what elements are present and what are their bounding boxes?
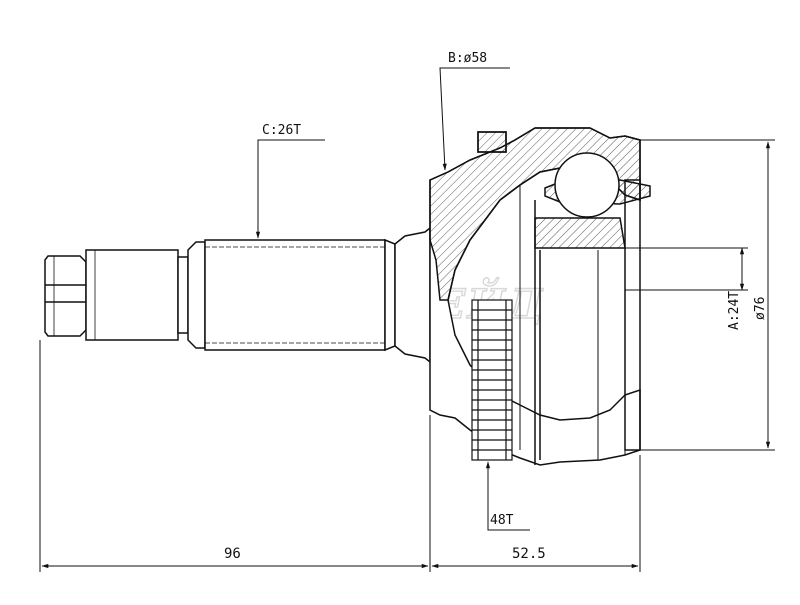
label-abs-teeth: 48T [490, 513, 514, 528]
joint-ball [554, 152, 620, 218]
dimension-outer-diameter [640, 139, 775, 451]
dimension-inner-spline [625, 247, 748, 291]
callout-c-spline [255, 139, 325, 239]
label-c-spline: C:26T [262, 123, 301, 138]
shaft-neck [85, 241, 206, 349]
outer-spline-section [204, 238, 396, 352]
callout-48t [485, 461, 530, 531]
label-outer-diameter: ø76 [753, 297, 768, 320]
label-b-diameter: B:ø58 [448, 51, 487, 66]
value-housing-length: 52.5 [512, 546, 546, 562]
label-inner-spline: A:24T [727, 291, 742, 330]
dimension-extension-lines [39, 340, 641, 572]
housing-neck [394, 226, 431, 364]
callout-b-diameter [439, 67, 510, 171]
value-shaft-length: 96 [224, 546, 241, 562]
abs-ring [471, 299, 513, 461]
